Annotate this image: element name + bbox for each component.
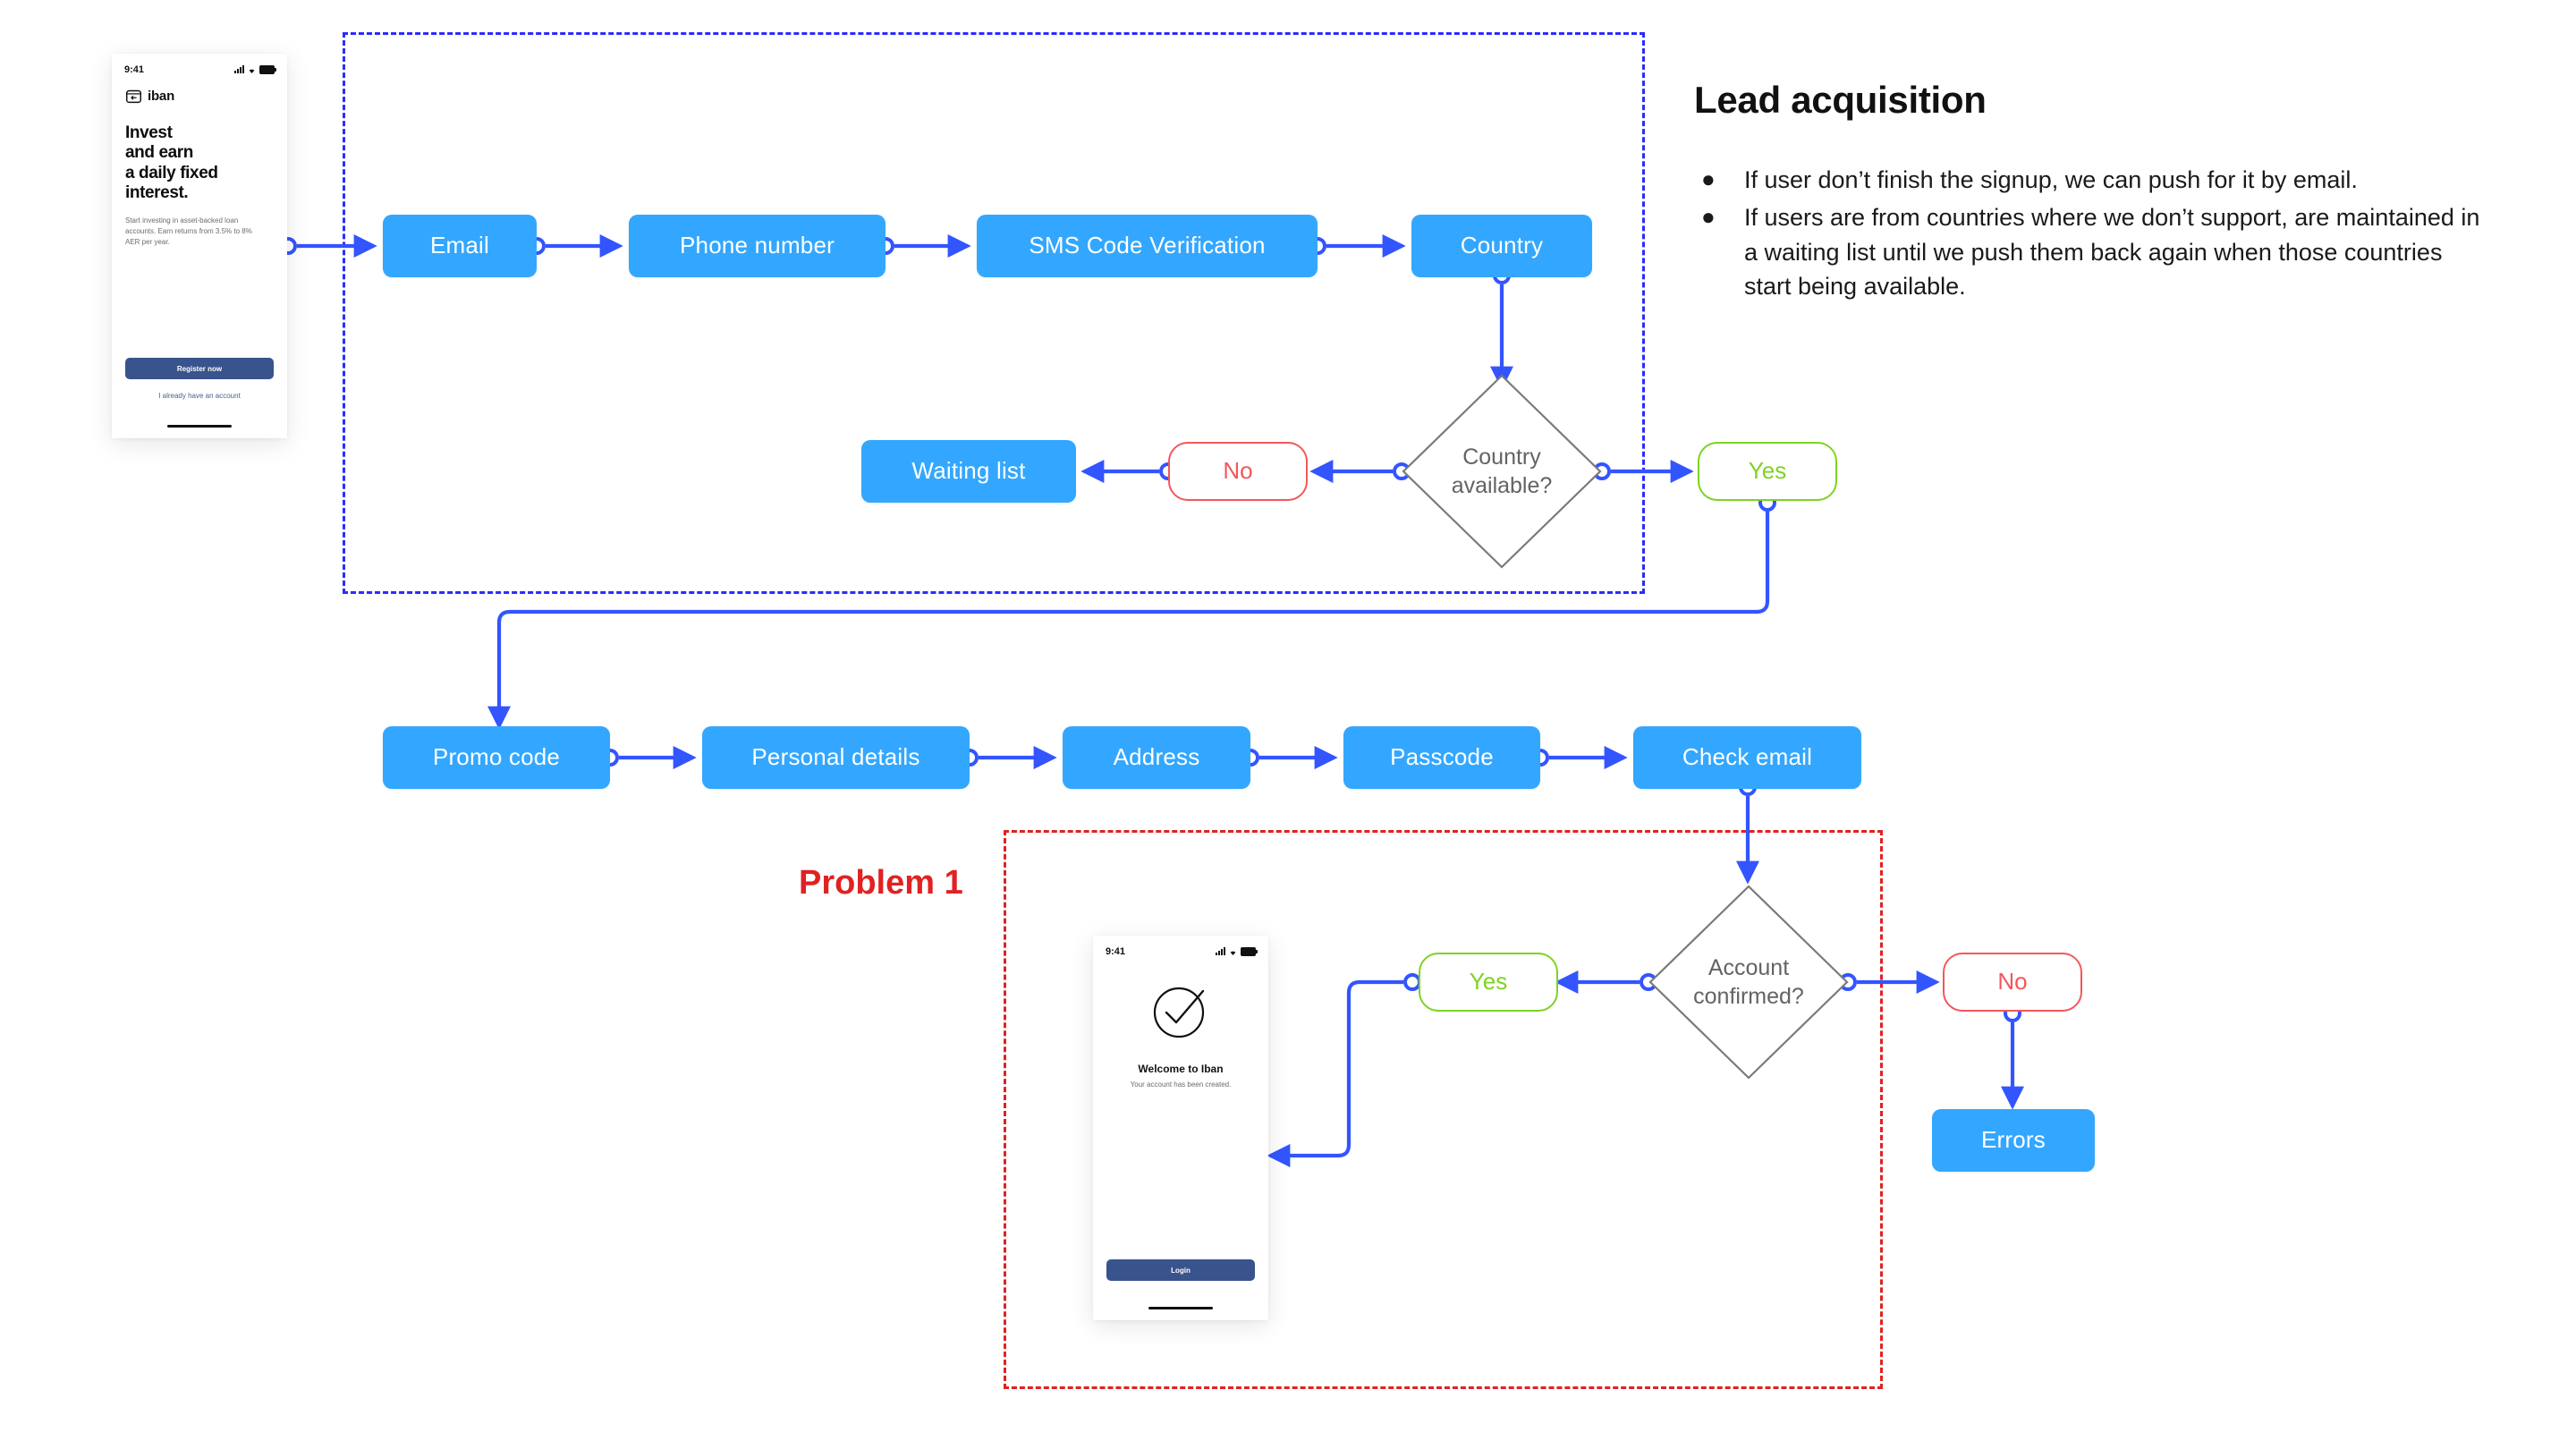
register-now-button[interactable]: Register now [125,358,274,379]
wallet-icon [125,89,142,104]
headline-line-2: and earn [125,143,193,163]
node-address-label: Address [1113,743,1200,771]
login-button[interactable]: Login [1106,1259,1255,1281]
headline-line-4: interest. [125,183,189,203]
decision-country-available[interactable]: Country available? [1402,374,1602,569]
node-yes-account[interactable]: Yes [1419,953,1558,1012]
phone-mockup-signup: 9:41 iban Invest and [112,54,287,438]
node-errors-label: Errors [1981,1126,2046,1154]
decision-account-line2: confirmed? [1693,984,1804,1009]
home-indicator [1148,1307,1213,1309]
panel-title: Lead acquisition [1694,79,1987,121]
node-country-label: Country [1460,232,1544,259]
node-personal-details[interactable]: Personal details [702,726,970,789]
phone-screen-signup: 9:41 iban Invest and [112,54,287,438]
welcome-title: Welcome to Iban [1138,1063,1224,1075]
wifi-icon [1230,951,1236,955]
node-no-country-label: No [1223,457,1253,485]
decision-account-confirmed-label: Account confirmed? [1648,885,1849,1080]
node-promo-code[interactable]: Promo code [383,726,610,789]
lead-acquisition-group-box [343,32,1645,594]
diamond-shape [1402,374,1602,569]
decision-account-line1: Account [1707,955,1790,980]
decision-country-line1: Country [1462,445,1541,470]
node-address[interactable]: Address [1063,726,1250,789]
status-bar: 9:41 [124,64,276,75]
status-icons [1216,947,1258,956]
panel-bullet-list: ● If user don’t finish the signup, we ca… [1694,163,2481,303]
headline-line-3: a daily fixed [125,163,218,182]
node-sms-code-verification[interactable]: SMS Code Verification [977,215,1318,277]
phone-subcopy: Start investing in asset-backed loan acc… [125,216,252,246]
decision-country-line2: available? [1451,473,1553,498]
node-phone-number[interactable]: Phone number [629,215,886,277]
already-have-account-link[interactable]: I already have an account [158,392,241,400]
headline-line-1: Invest [125,123,173,142]
phone-mockup-welcome: 9:41 Welcome to Iban Your account has be… [1093,936,1268,1320]
status-time: 9:41 [1106,946,1126,957]
node-waiting-list-label: Waiting list [911,457,1026,485]
wifi-icon [249,69,255,73]
status-bar: 9:41 [1106,946,1258,957]
lead-acquisition-panel: Lead acquisition ● If user don’t finish … [1694,79,2481,307]
node-email[interactable]: Email [383,215,537,277]
node-promo-code-label: Promo code [432,743,561,771]
phone-screen-welcome: 9:41 Welcome to Iban Your account has be… [1093,936,1268,1320]
brand-row: iban [125,88,174,105]
node-no-account-label: No [1997,968,2028,996]
problem-1-group-box [1004,830,1883,1389]
home-indicator [167,425,232,428]
status-time: 9:41 [124,64,145,75]
list-item: ● If users are from countries where we d… [1694,200,2481,303]
list-item: ● If user don’t finish the signup, we ca… [1694,163,2481,197]
node-personal-details-label: Personal details [751,743,920,771]
status-icons [234,65,276,74]
node-yes-country[interactable]: Yes [1698,442,1837,501]
node-email-label: Email [429,232,489,259]
diamond-shape [1648,885,1849,1080]
success-check-icon [1153,987,1205,1038]
node-phone-number-label: Phone number [680,232,835,259]
node-no-country[interactable]: No [1168,442,1308,501]
brand-name: iban [148,89,175,104]
node-waiting-list[interactable]: Waiting list [861,440,1076,503]
decision-account-confirmed[interactable]: Account confirmed? [1648,885,1849,1080]
node-passcode[interactable]: Passcode [1343,726,1540,789]
node-check-email[interactable]: Check email [1633,726,1861,789]
node-country[interactable]: Country [1411,215,1592,277]
battery-icon [259,65,276,74]
node-sms-code-verification-label: SMS Code Verification [1029,232,1266,259]
problem-1-label: Problem 1 [799,864,963,902]
node-passcode-label: Passcode [1390,743,1494,771]
node-yes-account-label: Yes [1469,968,1508,996]
phone-headline: Invest and earn a daily fixed interest. [125,123,275,204]
bullet-icon: ● [1701,165,1716,192]
welcome-subtitle: Your account has been created. [1130,1080,1232,1089]
node-check-email-label: Check email [1682,743,1813,771]
signal-icon [234,65,244,73]
node-yes-country-label: Yes [1748,457,1787,485]
decision-country-available-label: Country available? [1402,374,1602,569]
panel-bullet-text: If users are from countries where we don… [1744,204,2480,300]
battery-icon [1241,947,1258,956]
bullet-icon: ● [1701,203,1716,231]
signal-icon [1216,947,1225,955]
node-errors[interactable]: Errors [1932,1109,2095,1172]
node-no-account[interactable]: No [1943,953,2082,1012]
panel-bullet-text: If user don’t finish the signup, we can … [1744,166,2358,193]
